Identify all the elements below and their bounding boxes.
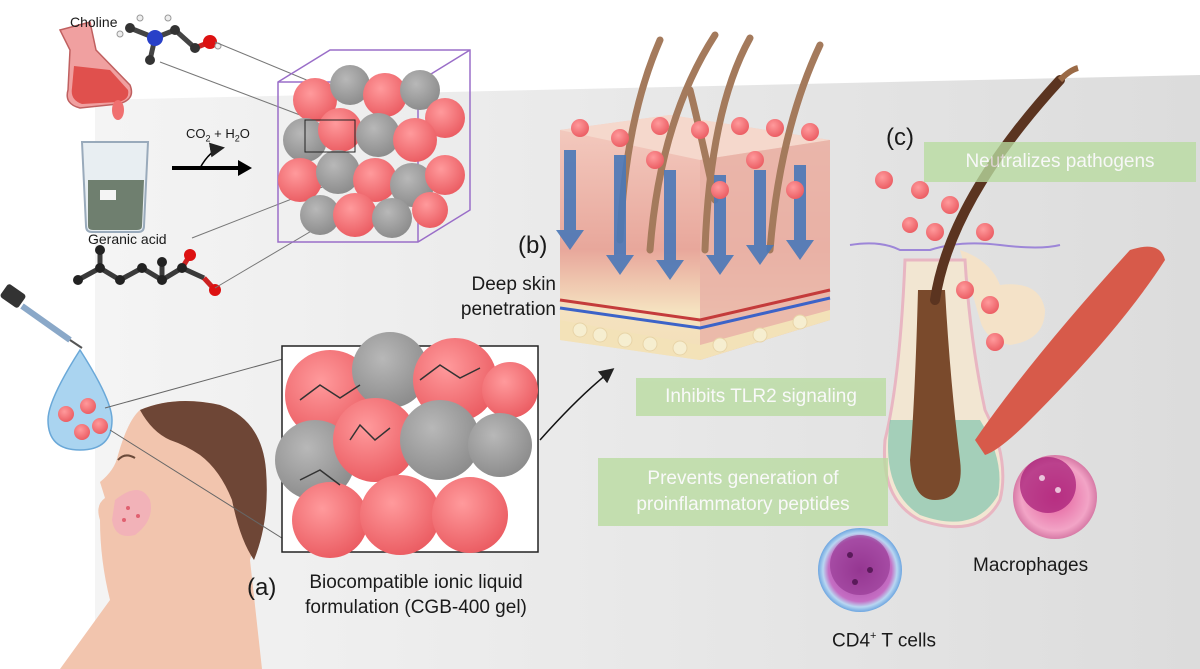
prevents-peptides-box: Prevents generation of proinflammatory p… <box>598 458 888 526</box>
reaction-label: CO2 + H2O <box>186 126 250 144</box>
panel-a-line2: formulation (CGB-400 gel) <box>305 597 527 618</box>
gel-droplet <box>47 348 113 451</box>
choline-molecule <box>116 14 222 65</box>
geranic-acid-beaker <box>80 141 150 233</box>
panel-a-line1: Biocompatible ionic liquid <box>309 572 523 593</box>
inhibits-tlr2-box: Inhibits TLR2 signaling <box>636 378 886 416</box>
t-cell <box>818 528 902 612</box>
skin-cross-section <box>559 115 831 360</box>
panel-a-caption: Biocompatible ionic liquid formulation (… <box>285 570 547 620</box>
panel-a-letter: (a) <box>247 574 277 601</box>
penetration-arrows <box>556 150 814 280</box>
gel-particles-follicle <box>875 171 1004 351</box>
choline-flask <box>58 21 133 120</box>
panel-b-letter: (b) <box>518 232 548 259</box>
panel-b-caption: Deep skin penetration <box>446 272 556 322</box>
panel-c-letter: (c) <box>886 124 914 151</box>
choline-label: Choline <box>70 14 118 30</box>
molecular-zoom-inset <box>275 332 539 558</box>
panel-b-line2: penetration <box>460 299 556 320</box>
ionic-liquid-cube <box>277 49 471 243</box>
geranic-acid-label: Geranic acid <box>88 231 167 247</box>
patient-face <box>60 401 267 669</box>
prevents-peptides-line2: proinflammatory peptides <box>636 494 850 515</box>
gel-particles-skin <box>571 117 819 199</box>
hair-follicle <box>849 65 1079 529</box>
macrophage <box>1013 455 1097 539</box>
dropper-icon <box>0 284 83 349</box>
prevents-peptides-line1: Prevents generation of <box>647 468 839 489</box>
macrophages-label: Macrophages <box>973 555 1089 576</box>
curved-arrow <box>539 368 615 441</box>
neutralizes-pathogens-box: Neutralizes pathogens <box>924 142 1196 182</box>
panel-b-line1: Deep skin <box>471 274 557 295</box>
geranic-atoms <box>73 245 221 296</box>
arrector-muscle <box>975 246 1165 455</box>
t-cells-label: CD4+ T cells <box>832 630 936 652</box>
